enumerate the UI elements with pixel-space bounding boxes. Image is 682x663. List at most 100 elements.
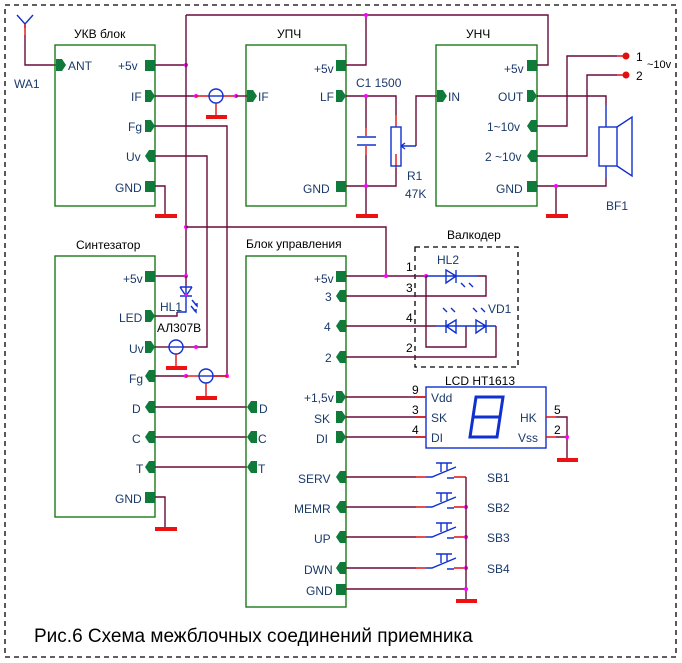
ground-icon	[546, 214, 568, 218]
encoder-pin-4: 4	[406, 311, 413, 325]
ukv-ant-pin	[56, 59, 66, 71]
ctrl-serv-label: SERV	[298, 472, 330, 486]
ctrl-dwn-label: DWN	[304, 563, 333, 577]
synth-gnd-label: GND	[115, 492, 142, 506]
lcd-di-label: DI	[431, 431, 443, 445]
synth-uv-pin	[145, 341, 155, 353]
coax-connector-icon	[208, 88, 224, 104]
unch-5v-label: +5v	[504, 62, 524, 76]
capacitor-icon	[357, 136, 376, 146]
ukv-if-label: IF	[131, 90, 142, 104]
synth-d-pin	[145, 401, 155, 413]
ctrl-memr-pin	[336, 501, 346, 513]
synth-t-pin	[145, 461, 155, 473]
ctrl-serv-pin	[336, 471, 346, 483]
synth-t-label: T	[136, 462, 144, 476]
ukv-gnd-pin	[145, 181, 155, 192]
ctrl-gnd-label: GND	[306, 584, 333, 598]
speaker-icon	[598, 105, 633, 178]
unch-in-pin	[437, 90, 447, 102]
ukv-fg-pin	[145, 120, 155, 132]
button-label: SB3	[487, 531, 510, 545]
unch-gnd-label: GND	[496, 182, 523, 196]
ground-icon	[557, 458, 578, 462]
upch-5v-pin	[336, 60, 346, 71]
synth-led-label: LED	[119, 311, 143, 325]
synth-fg-pin	[145, 370, 155, 382]
bf1-label: BF1	[606, 199, 628, 213]
encoder-pin-3: 3	[406, 281, 413, 295]
push-button-sb1[interactable]: SB1	[346, 462, 510, 485]
ctrl-5v-label: +5v	[314, 272, 334, 286]
synth-gnd-pin	[145, 492, 155, 503]
hl1-part: АЛ307В	[157, 321, 201, 335]
push-button-sb2[interactable]: SB2	[346, 492, 510, 515]
unch-block-title: УНЧ	[466, 27, 490, 41]
button-label: SB2	[487, 501, 510, 515]
ukv-ant-label: ANT	[68, 59, 93, 73]
unch-out1-pin	[527, 120, 537, 132]
ctrl-block-title: Блок управления	[246, 237, 342, 251]
ctrl-up-label: UP	[314, 532, 331, 546]
ctrl-4-pin	[336, 320, 346, 332]
encoder-pin-1: 1	[406, 260, 413, 274]
upch-5v-label: +5v	[314, 62, 334, 76]
lcd-pin-di: 4	[412, 423, 419, 437]
ctrl-dwn-pin	[336, 562, 346, 574]
phototransistor-vd1-icon	[436, 307, 496, 335]
ctrl-15v-pin	[336, 391, 346, 403]
ukv-5v-pin	[145, 60, 155, 71]
unch-out1-label: 1~10v	[487, 120, 520, 134]
antenna-icon	[16, 14, 57, 66]
vd1-label: VD1	[488, 302, 512, 316]
antenna-label: WA1	[14, 77, 40, 91]
r1-ref: R1	[407, 169, 423, 183]
lcd-sk-label: SK	[431, 411, 447, 425]
synth-fg-label: Fg	[129, 372, 143, 386]
push-button-sb4[interactable]: SB4	[346, 553, 510, 576]
encoder-frame	[414, 246, 519, 368]
ukv-uv-label: Uv	[126, 150, 141, 164]
terminal-1[interactable]	[622, 52, 630, 60]
ground-icon	[196, 396, 217, 400]
push-button-sb3[interactable]: SB3	[346, 522, 510, 545]
encoder-pin-2: 2	[406, 341, 413, 355]
ground-icon	[155, 214, 177, 218]
lcd-hk-label: HK	[520, 411, 537, 425]
hl2-label: HL2	[437, 253, 459, 267]
terminal-2[interactable]	[622, 71, 630, 79]
ctrl-4-label: 4	[324, 320, 331, 334]
synth-d-label: D	[132, 402, 141, 416]
ctrl-3-label: 3	[325, 290, 332, 304]
diagram-frame	[4, 4, 677, 658]
ukv-5v-label: +5v	[118, 59, 138, 73]
ctrl-gnd-pin	[336, 584, 346, 595]
lcd-vss-label: Vss	[518, 431, 538, 445]
lcd-vdd-label: Vdd	[431, 391, 452, 405]
synth-5v-pin	[145, 271, 155, 282]
ctrl-memr-label: MEMR	[294, 502, 331, 516]
upch-lf-label: LF	[320, 90, 334, 104]
upch-block	[245, 44, 347, 207]
ctrl-up-pin	[336, 531, 346, 543]
ctrl-c-pin	[247, 431, 257, 443]
ctrl-di-label: DI	[316, 432, 328, 446]
ctrl-di-pin	[336, 431, 346, 443]
ctrl-15v-label: +1,5v	[304, 391, 334, 405]
synth-5v-label: +5v	[123, 272, 143, 286]
upch-gnd-pin	[336, 181, 346, 192]
ground-icon	[206, 115, 227, 119]
synth-uv-label: Uv	[129, 342, 144, 356]
upch-if-pin	[247, 90, 257, 102]
ctrl-c-label: C	[258, 432, 267, 446]
led-hl2-icon	[426, 268, 477, 288]
encoder-title: Валкодер	[447, 228, 501, 242]
ground-icon	[166, 366, 187, 370]
synth-c-pin	[145, 431, 155, 443]
button-label: SB1	[487, 471, 510, 485]
ctrl-2-label: 2	[325, 351, 332, 365]
synth-led-pin	[145, 310, 155, 322]
terminal-2-label: 2	[636, 69, 643, 83]
ctrl-3-pin	[336, 290, 346, 302]
lcd-title: LCD HT1613	[445, 374, 515, 388]
